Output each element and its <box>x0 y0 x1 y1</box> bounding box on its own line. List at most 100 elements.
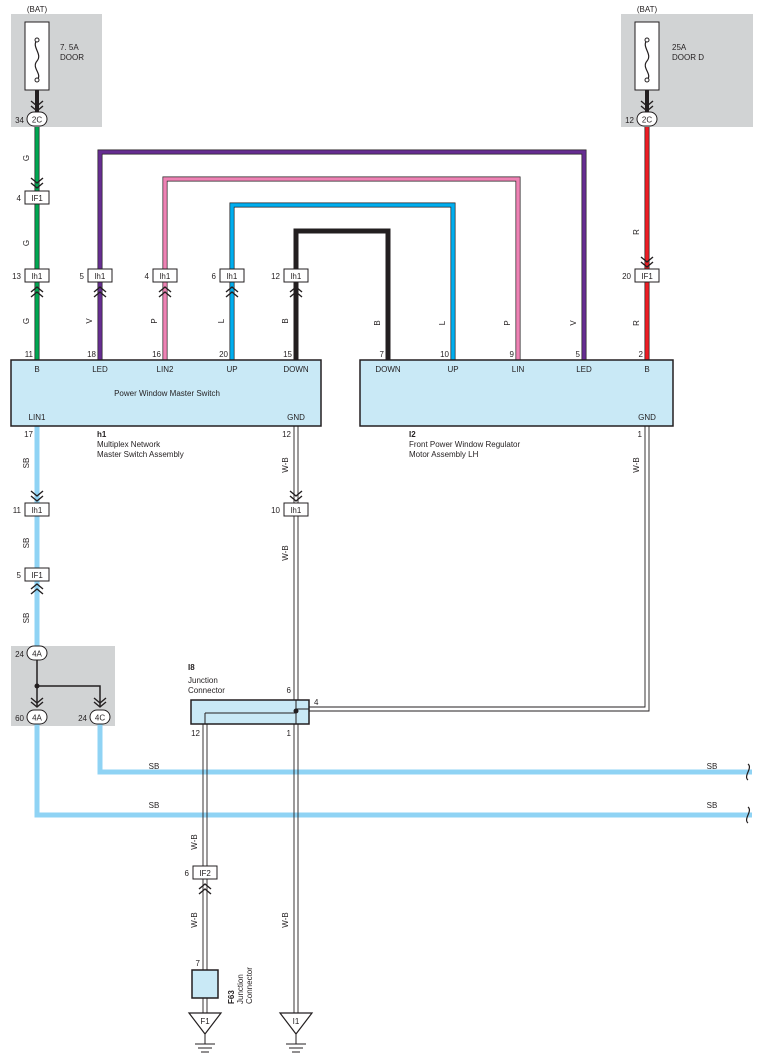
ground-f1 <box>187 1012 223 1053</box>
fuse-right <box>634 21 660 91</box>
wire-violet <box>97 149 587 360</box>
wire-label-wb-5: W-B <box>190 912 199 927</box>
wire-label-wb-2: W-B <box>281 545 290 560</box>
connector-lh1-black-code: lh1 <box>291 272 302 281</box>
h1-terminal-up: UP <box>226 365 237 374</box>
junction-4a-internal <box>34 660 101 706</box>
wire-label-v-2: V <box>569 320 578 326</box>
component-h1: Power Window Master Switch B LED LIN2 UP… <box>10 359 322 427</box>
i2-pin-down: 7 <box>380 350 385 359</box>
wire-label-wb-4: W-B <box>190 834 199 849</box>
component-f63 <box>191 969 219 999</box>
wire-label-sb-4: SB <box>149 762 160 771</box>
wire-label-wb-3: W-B <box>632 457 641 472</box>
fuse-rating-left: 7. 5A <box>60 43 79 52</box>
wire-label-p-2: P <box>503 320 512 325</box>
battery-label-right: (BAT) <box>637 5 658 14</box>
connector-lh1-sky-blue-pin: 11 <box>13 506 22 515</box>
h1-pin-led: 18 <box>87 350 96 359</box>
i8-pin-1: 1 <box>287 729 292 738</box>
wire-label-v-1: V <box>85 318 94 324</box>
i2-code: I2 <box>409 430 416 439</box>
connector-lh1-sky-blue: lh1 <box>24 502 50 517</box>
i2-terminal-gnd: GND <box>638 413 656 422</box>
connector-lh1-pink-code: lh1 <box>160 272 171 281</box>
fuse-name-right: DOOR D <box>672 53 704 62</box>
connector-if1-red-pin: 20 <box>622 272 631 281</box>
connector-lh1-violet-code: lh1 <box>95 272 106 281</box>
h1-title: Power Window Master Switch <box>114 389 220 398</box>
h1-pin-lin1: 17 <box>24 430 33 439</box>
h1-terminal-down: DOWN <box>283 365 309 374</box>
connector-lh1-black: lh1 <box>283 268 309 283</box>
connector-lh1-white-black: lh1 <box>283 502 309 517</box>
connector-arrows <box>30 100 654 895</box>
i8-name-line1: Junction <box>188 676 218 685</box>
component-i2: DOWN UP LIN LED B GND <box>359 359 674 427</box>
connector-if2: IF2 <box>192 865 218 880</box>
connector-lh1-pink: lh1 <box>152 268 178 283</box>
connector-if1-sky-blue-code: IF1 <box>31 571 43 580</box>
i2-terminal-up: UP <box>447 365 458 374</box>
h1-pin-gnd: 12 <box>282 430 291 439</box>
wire-label-sb-1: SB <box>22 458 31 469</box>
wire-label-l-2: L <box>438 320 447 325</box>
ground-f1-label: F1 <box>200 1017 210 1026</box>
connector-if1-sky-blue-pin: 5 <box>17 571 22 580</box>
wire-labels: G G G V P L B B L P V R R SB SB SB SB SB… <box>22 155 717 928</box>
connector-4a-bottom-code: 4A <box>32 714 42 723</box>
i2-name-line1: Front Power Window Regulator <box>409 440 520 449</box>
wire-label-p-1: P <box>150 318 159 323</box>
connector-4c: 4C <box>89 709 111 725</box>
i8-code: I8 <box>188 663 195 672</box>
splice-dot-4a <box>34 683 40 689</box>
connector-4a-bottom: 4A <box>26 709 48 725</box>
wire-white-black <box>202 426 650 1013</box>
i8-pin-12: 12 <box>191 729 200 738</box>
h1-terminal-b: B <box>34 365 39 374</box>
f63-name-line1: Junction <box>236 974 245 1004</box>
connector-lh1-black-pin: 12 <box>271 272 280 281</box>
connector-lh1-white-black-code: lh1 <box>291 506 302 515</box>
connector-if1-green: IF1 <box>24 190 50 205</box>
i2-terminal-lin: LIN <box>512 365 525 374</box>
h1-pin-down: 15 <box>283 350 292 359</box>
connector-2c-left-code: 2C <box>32 116 42 125</box>
wire-label-sb-5: SB <box>707 762 718 771</box>
h1-code: h1 <box>97 430 107 439</box>
connector-4c-pin: 24 <box>78 714 87 723</box>
connector-lh1-blue-pin: 6 <box>212 272 217 281</box>
wire-blue-core <box>230 203 455 360</box>
wire-label-wb-1: W-B <box>281 457 290 472</box>
connector-4c-code: 4C <box>95 714 105 723</box>
connector-if1-green-code: IF1 <box>31 194 43 203</box>
f63-code: F63 <box>227 990 236 1004</box>
connector-if2-pin: 6 <box>185 869 190 878</box>
connector-if1-green-pin: 4 <box>17 194 22 203</box>
h1-name-line2: Master Switch Assembly <box>97 450 184 459</box>
break-mark-upper <box>745 763 751 781</box>
wire-label-r-1: R <box>632 229 641 235</box>
i2-pin-b: 2 <box>639 350 644 359</box>
wire-blue <box>229 202 456 360</box>
wire-label-sb-6: SB <box>149 801 160 810</box>
wire-label-g-2: G <box>22 240 31 246</box>
wire-label-g-1: G <box>22 155 31 161</box>
wire-label-sb-3: SB <box>22 613 31 624</box>
splice-dot-i8 <box>293 708 299 714</box>
h1-pin-lin2: 16 <box>152 350 161 359</box>
connector-2c-right: 2C <box>636 111 658 127</box>
battery-label-left: (BAT) <box>27 5 48 14</box>
connector-2c-left-pin: 34 <box>15 116 24 125</box>
wire-sky-blue <box>34 426 752 818</box>
i8-pin-4: 4 <box>314 698 319 707</box>
connector-2c-right-pin: 12 <box>625 116 634 125</box>
connector-lh1-sky-blue-code: lh1 <box>32 506 43 515</box>
wire-label-r-2: R <box>632 320 641 326</box>
i8-pin-6: 6 <box>287 686 292 695</box>
ground-i1 <box>278 1012 314 1053</box>
f63-pin: 7 <box>196 959 201 968</box>
wire-label-l-1: L <box>217 318 226 323</box>
connector-lh1-white-black-pin: 10 <box>271 506 280 515</box>
